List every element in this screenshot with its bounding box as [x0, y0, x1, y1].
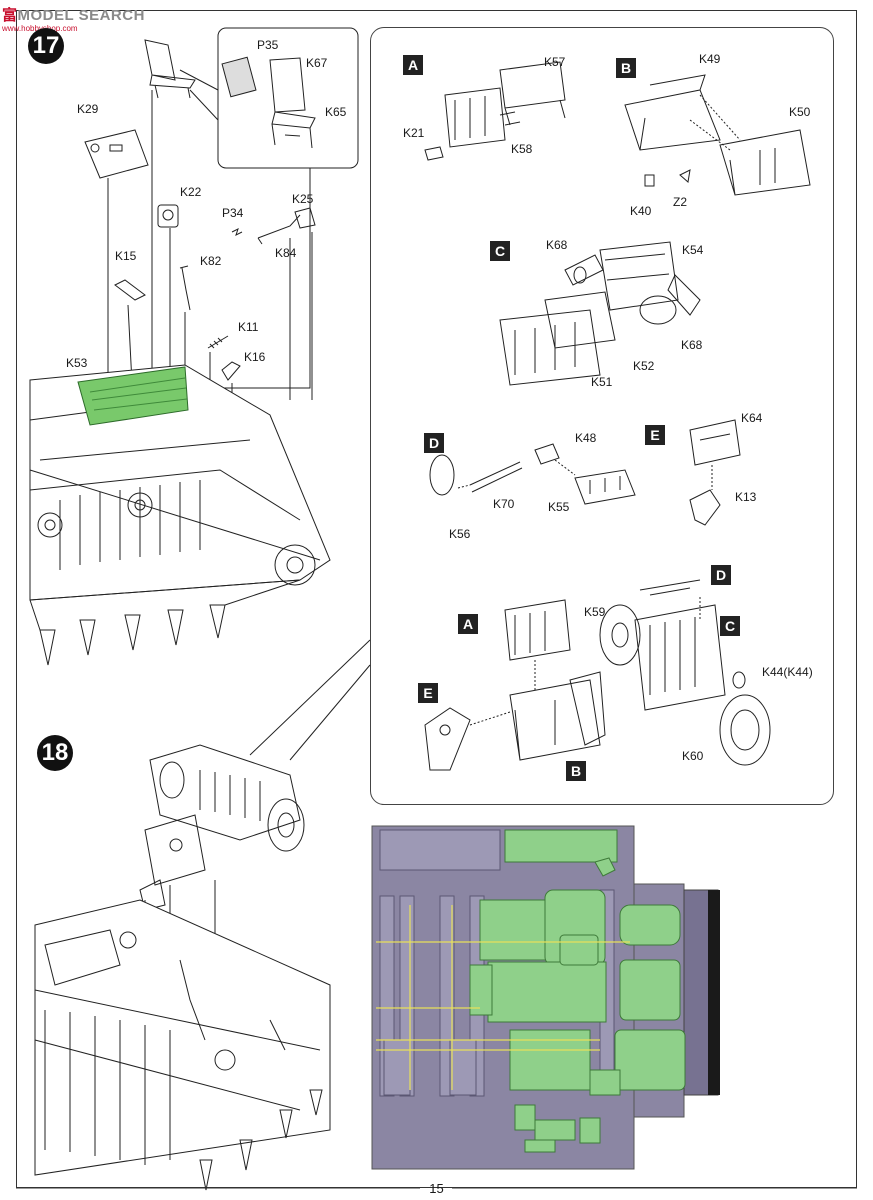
part-label: K82	[200, 254, 222, 268]
part-label: K68	[546, 238, 568, 252]
part-label: K58	[511, 142, 533, 156]
part-label: K60	[682, 749, 704, 763]
part-label: K64	[741, 411, 763, 425]
inset-part-label: K65	[325, 105, 347, 119]
subassembly-tag-e: E	[645, 425, 665, 445]
part-label: K52	[633, 359, 655, 373]
subassembly-tag-c: C	[490, 241, 510, 261]
part-label: K55	[548, 500, 570, 514]
part-label: K70	[493, 497, 515, 511]
final-tag-e: E	[418, 683, 438, 703]
part-label: P34	[222, 206, 244, 220]
part-label: K68	[681, 338, 703, 352]
part-label: K22	[180, 185, 202, 199]
part-label: K21	[403, 126, 425, 140]
part-label: K56	[449, 527, 471, 541]
step-18-badge: 18	[37, 735, 73, 771]
part-label: K57	[544, 55, 566, 69]
inset-part-label: K67	[306, 56, 328, 70]
part-label: K49	[699, 52, 721, 66]
part-label: K25	[292, 192, 314, 206]
part-label: K15	[115, 249, 137, 263]
page-number: 15	[429, 1181, 444, 1196]
watermark-logo: 富MODEL SEARCH	[2, 7, 145, 24]
part-label: K16	[244, 350, 266, 364]
part-label: K59	[584, 605, 606, 619]
part-label: K84	[275, 246, 297, 260]
step-17-badge: 17	[28, 28, 64, 64]
part-label: K13	[735, 490, 757, 504]
part-label: K29	[77, 102, 99, 116]
subassembly-tag-d: D	[424, 433, 444, 453]
subassembly-tag-b: B	[616, 58, 636, 78]
part-label: Z2	[673, 195, 688, 209]
part-label: K40	[630, 204, 652, 218]
part-label: K48	[575, 431, 597, 445]
final-tag-d: D	[711, 565, 731, 585]
part-label: K51	[591, 375, 613, 389]
subassembly-panel	[370, 27, 834, 805]
part-label: K44(K44)	[762, 665, 813, 679]
final-tag-a: A	[458, 614, 478, 634]
part-label: K11	[238, 320, 259, 334]
final-tag-c: C	[720, 616, 740, 636]
subassembly-tag-a: A	[403, 55, 423, 75]
part-label: K50	[789, 105, 811, 119]
final-tag-b: B	[566, 761, 586, 781]
page-frame	[16, 10, 857, 1188]
part-label: K53	[66, 356, 88, 370]
part-label: K54	[682, 243, 704, 257]
inset-part-label: P35	[257, 38, 279, 52]
